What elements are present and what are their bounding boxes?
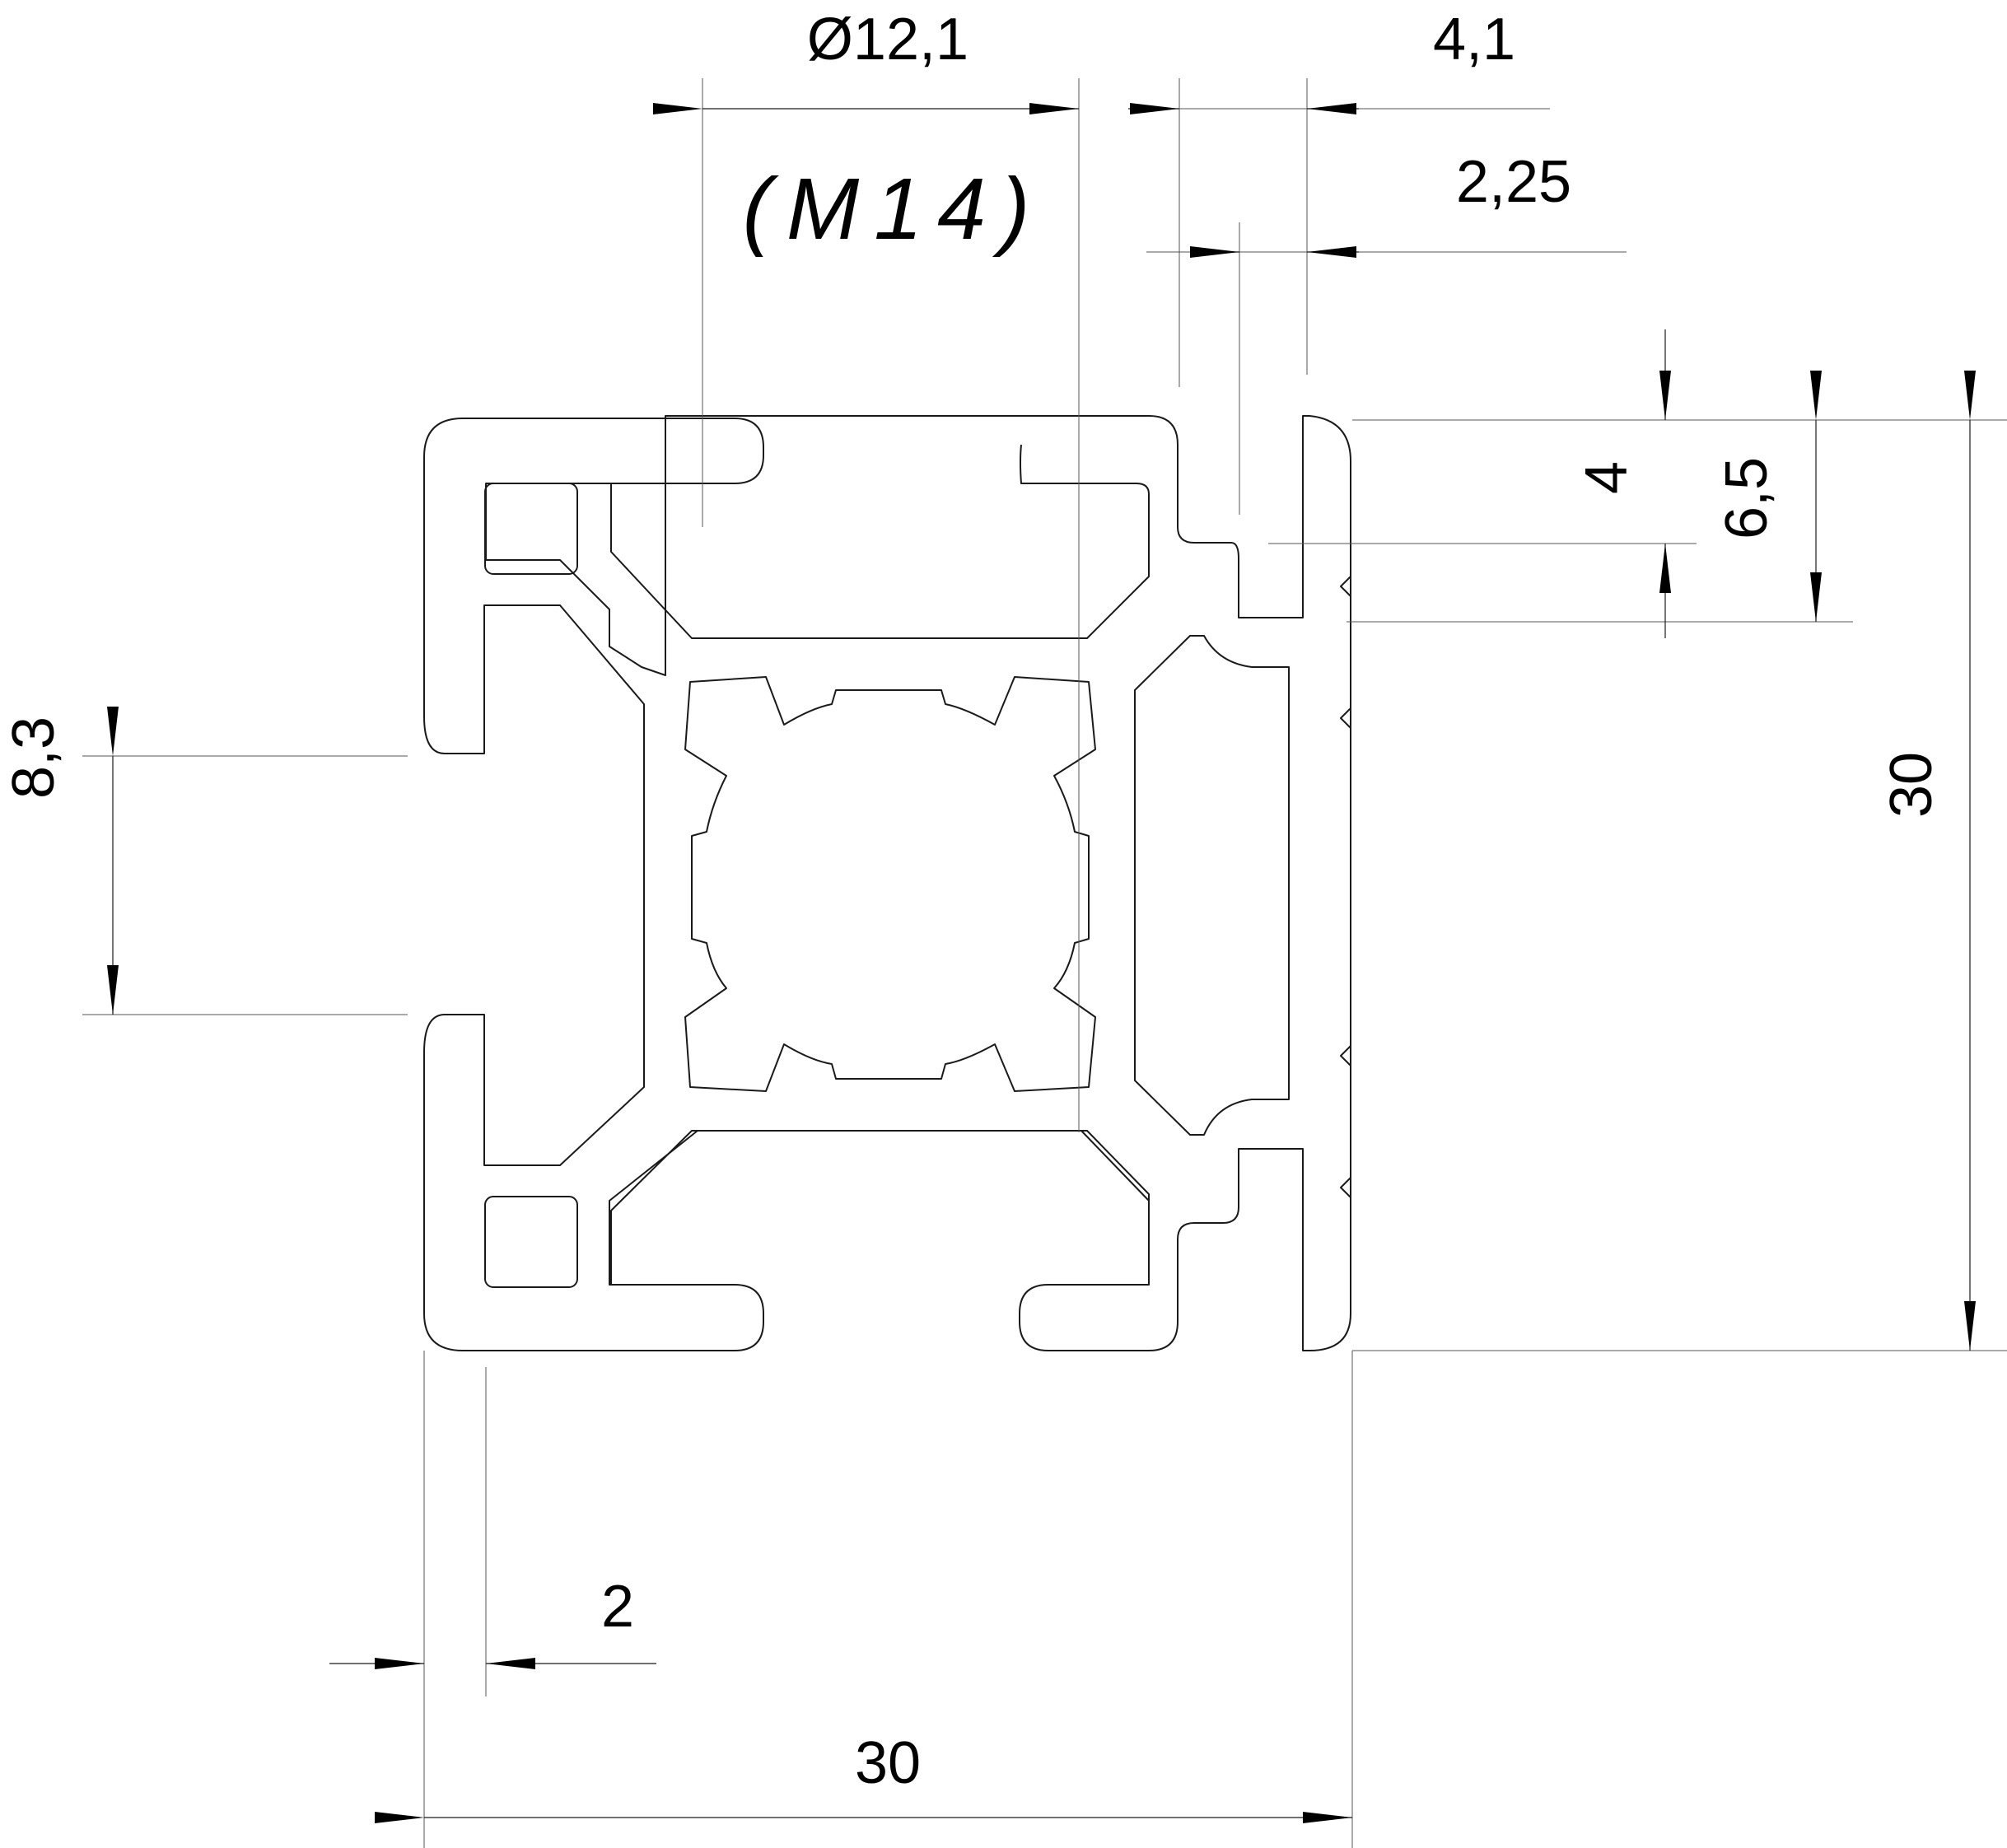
label-side-slot-depth: 6,5 xyxy=(1714,457,1780,539)
label-thread-note: (M14) xyxy=(743,161,1045,258)
dimension-labels: Ø12,1 4,1 2,25 4 6,5 30 8,3 2 30 (M14) xyxy=(1,7,1944,1796)
right-edge-detail xyxy=(1340,576,1351,1198)
label-height: 30 xyxy=(1879,752,1944,818)
profile-outline xyxy=(423,415,1351,1351)
extension-lines xyxy=(82,78,2007,1848)
label-top-slot-offset: 4,1 xyxy=(1433,7,1515,72)
label-side-lip: 4 xyxy=(1574,461,1640,494)
dimension-lines xyxy=(107,103,1976,1823)
cavity-bottom-left xyxy=(484,1196,578,1288)
outer-contour xyxy=(423,415,1351,1351)
central-bore xyxy=(684,676,1096,1092)
channel-top xyxy=(610,444,1150,639)
label-slot-width: 8,3 xyxy=(1,716,67,799)
label-width: 30 xyxy=(855,1730,921,1796)
label-top-slot-depth: 2,25 xyxy=(1456,149,1571,215)
channel-bottom xyxy=(610,1130,1150,1285)
cavity-top-left xyxy=(484,483,578,575)
label-wall-thickness: 2 xyxy=(601,1574,634,1640)
label-bore-diameter: Ø12,1 xyxy=(807,7,968,72)
cavity-right xyxy=(1134,635,1290,1136)
